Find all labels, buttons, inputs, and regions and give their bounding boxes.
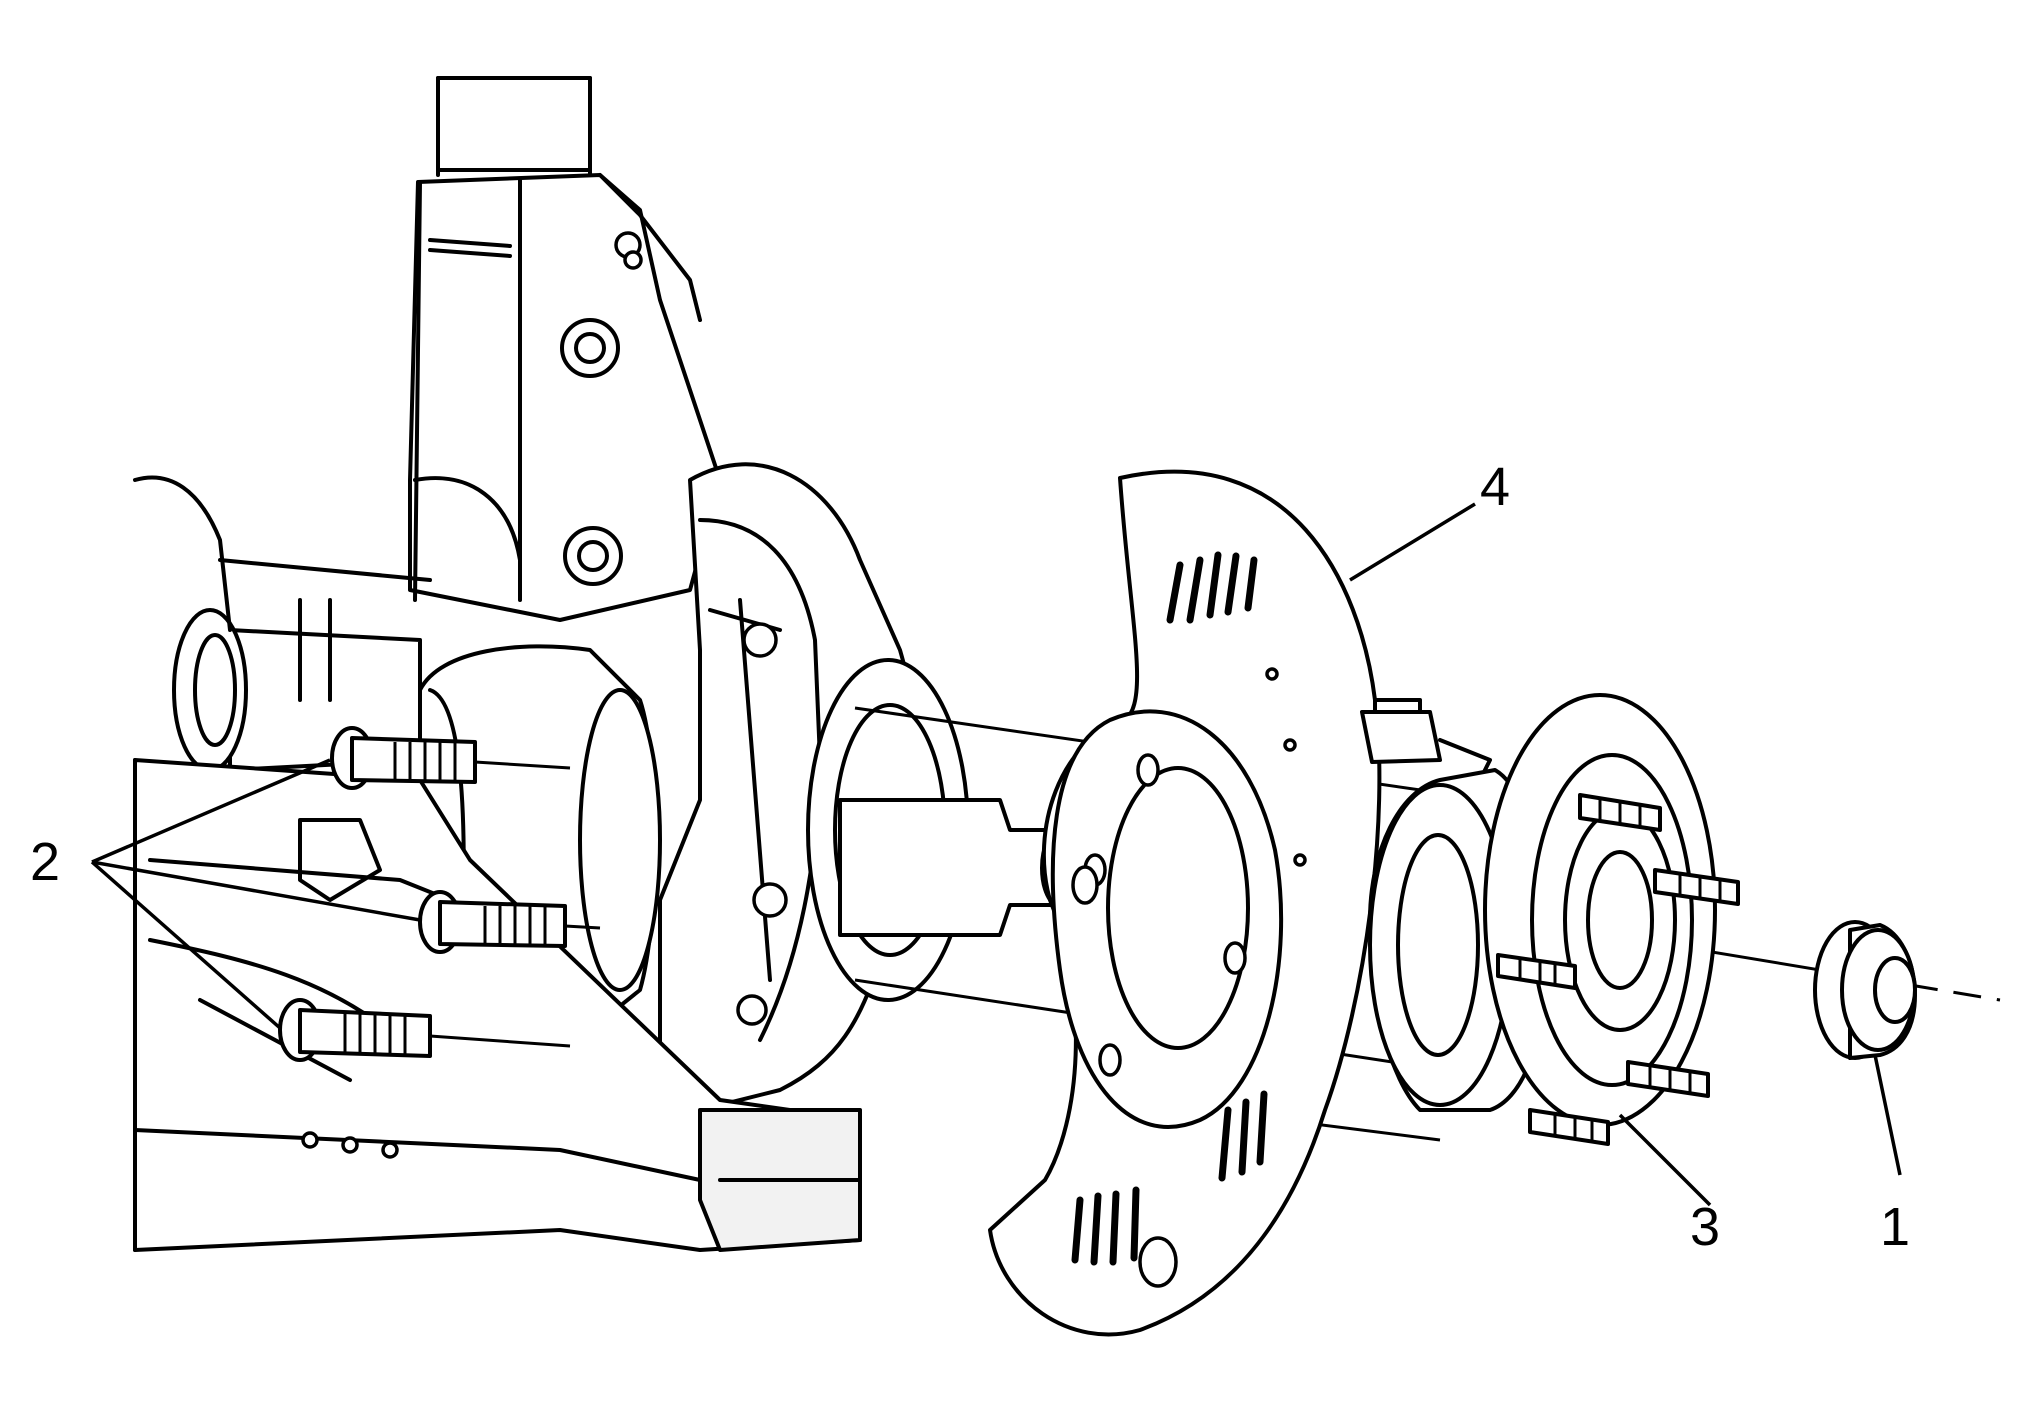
strut-and-knuckle-assembly <box>133 76 1096 1252</box>
axle-nut <box>1813 920 1917 1060</box>
wheel-studs <box>1496 793 1740 1146</box>
callout-4: 4 <box>1480 457 1510 517</box>
bolt-lower <box>278 998 432 1062</box>
callout-3: 3 <box>1690 1197 1720 1257</box>
callout-2: 2 <box>30 832 60 892</box>
callout-1: 1 <box>1880 1197 1910 1257</box>
callout-leaders <box>90 502 1902 1207</box>
wheel-hub-bearing <box>1360 693 1740 1146</box>
brake-splash-shield <box>988 469 1382 1337</box>
bolt-upper <box>330 726 477 790</box>
knuckle-bolts <box>278 726 567 1062</box>
bolt-middle <box>418 890 567 954</box>
